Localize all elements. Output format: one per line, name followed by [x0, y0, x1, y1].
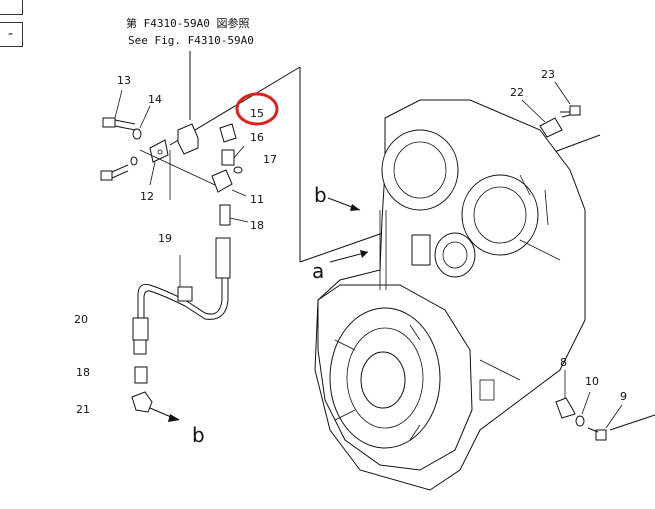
callout-10[interactable]: 10	[585, 375, 599, 388]
view-arrows	[168, 197, 369, 422]
callout-23[interactable]: 23	[541, 68, 555, 81]
callout-14[interactable]: 14	[148, 93, 162, 106]
toolbar-button-top[interactable]	[0, 0, 23, 15]
callout-20[interactable]: 20	[74, 313, 88, 326]
highlight-ring	[235, 92, 279, 126]
arrow-label-b-top: b	[314, 183, 327, 207]
callout-21[interactable]: 21	[76, 403, 90, 416]
callout-13[interactable]: 13	[117, 74, 131, 87]
zoom-out-button[interactable]: -	[0, 22, 23, 47]
right-parts	[521, 81, 623, 441]
callout-22[interactable]: 22	[510, 86, 524, 99]
piping-parts	[100, 89, 249, 421]
callout-11[interactable]: 11	[250, 193, 264, 206]
reference-note-en: See Fig. F4310-59A0	[128, 34, 254, 47]
arrow-label-b-bottom: b	[192, 423, 205, 447]
callout-17[interactable]: 17	[263, 153, 277, 166]
callout-19[interactable]: 19	[158, 232, 172, 245]
callout-18-upper[interactable]: 18	[250, 219, 264, 232]
callout-12[interactable]: 12	[140, 190, 154, 203]
callout-15[interactable]: 15	[250, 107, 264, 120]
callout-8[interactable]: 8	[560, 356, 567, 369]
callout-9[interactable]: 9	[620, 390, 627, 403]
callout-16[interactable]: 16	[250, 131, 264, 144]
callout-labels: 13 14 15 16 17 12 11 18 19 20 18 21 23 2…	[74, 68, 627, 416]
arrow-label-a: a	[312, 259, 324, 283]
callout-18-lower[interactable]: 18	[76, 366, 90, 379]
transmission-housing	[314, 99, 586, 491]
reference-note-jp: 第 F4310-59A0 図参照	[126, 16, 249, 30]
